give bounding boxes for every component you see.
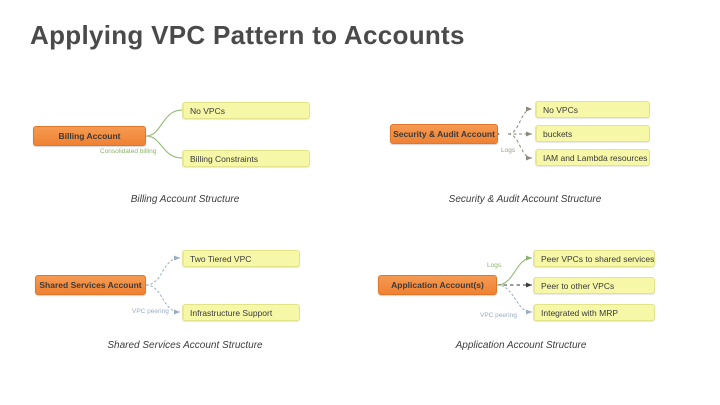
edge-label-logs: Logs	[487, 262, 502, 269]
edge-label-vpc-peering: VPC peering	[480, 312, 517, 319]
node-label: Peer to other VPCs	[541, 280, 615, 291]
node-root-security-audit-account[interactable]: Security & Audit Account	[390, 124, 498, 144]
node-label: Shared Services Account	[39, 280, 142, 290]
node-root-billing-account[interactable]: Billing Account	[33, 126, 146, 146]
node-label: buckets	[543, 128, 573, 139]
node-leaf-peer-to-other-vpcs[interactable]: Peer to other VPCs	[533, 277, 655, 294]
node-label: Two Tiered VPC	[190, 253, 252, 264]
node-root-shared-services-account[interactable]: Shared Services Account	[35, 275, 146, 295]
connector-lines-shared-services	[145, 255, 181, 315]
node-leaf-infrastructure-support[interactable]: Infrastructure Support	[182, 304, 300, 321]
node-label: No VPCs	[543, 104, 578, 115]
node-label: Integrated with MRP	[541, 307, 619, 318]
node-label: Security & Audit Account	[393, 129, 495, 139]
node-label: IAM and Lambda resources	[543, 152, 648, 163]
caption-shared-services-account-structure: Shared Services Account Structure	[107, 340, 263, 351]
node-leaf-peer-vpcs-to-shared-services[interactable]: Peer VPCs to shared services	[533, 250, 655, 267]
diagram-application-account: Application Account(s) Peer VPCs to shar…	[360, 240, 700, 370]
node-label: No VPCs	[190, 105, 225, 116]
node-leaf-two-tiered-vpc[interactable]: Two Tiered VPC	[182, 250, 300, 267]
node-root-application-account[interactable]: Application Account(s)	[378, 275, 497, 295]
caption-security-audit-account-structure: Security & Audit Account Structure	[448, 194, 602, 205]
diagram-shared-services-account: Shared Services Account Two Tiered VPC I…	[10, 240, 350, 370]
diagram-billing-account: Billing Account No VPCs Billing Constrai…	[10, 92, 350, 222]
node-label: Infrastructure Support	[190, 307, 273, 318]
node-label: Billing Constraints	[190, 153, 259, 164]
node-leaf-integrated-with-mrp[interactable]: Integrated with MRP	[533, 304, 655, 321]
connector-lines-application	[496, 255, 533, 315]
node-label: Billing Account	[58, 131, 121, 141]
page-title: Applying VPC Pattern to Accounts	[30, 20, 465, 50]
node-label: Peer VPCs to shared services	[541, 253, 655, 264]
edge-label-vpc-peering: VPC peering	[132, 308, 169, 315]
caption-billing-account-structure: Billing Account Structure	[130, 194, 240, 205]
node-leaf-iam-lambda-resources[interactable]: IAM and Lambda resources	[535, 149, 650, 166]
caption-application-account-structure: Application Account Structure	[455, 340, 587, 351]
edge-label-logs: Logs	[501, 147, 516, 154]
edge-label-consolidated-billing: Consolidated billing	[100, 148, 157, 155]
node-label: Application Account(s)	[391, 280, 484, 290]
node-leaf-no-vpcs[interactable]: No VPCs	[182, 102, 310, 119]
node-leaf-billing-constraints[interactable]: Billing Constraints	[182, 150, 310, 167]
diagram-security-audit-account: Security & Audit Account No VPCs buckets…	[368, 92, 708, 222]
node-leaf-no-vpcs[interactable]: No VPCs	[535, 101, 650, 118]
node-leaf-buckets[interactable]: buckets	[535, 125, 650, 142]
